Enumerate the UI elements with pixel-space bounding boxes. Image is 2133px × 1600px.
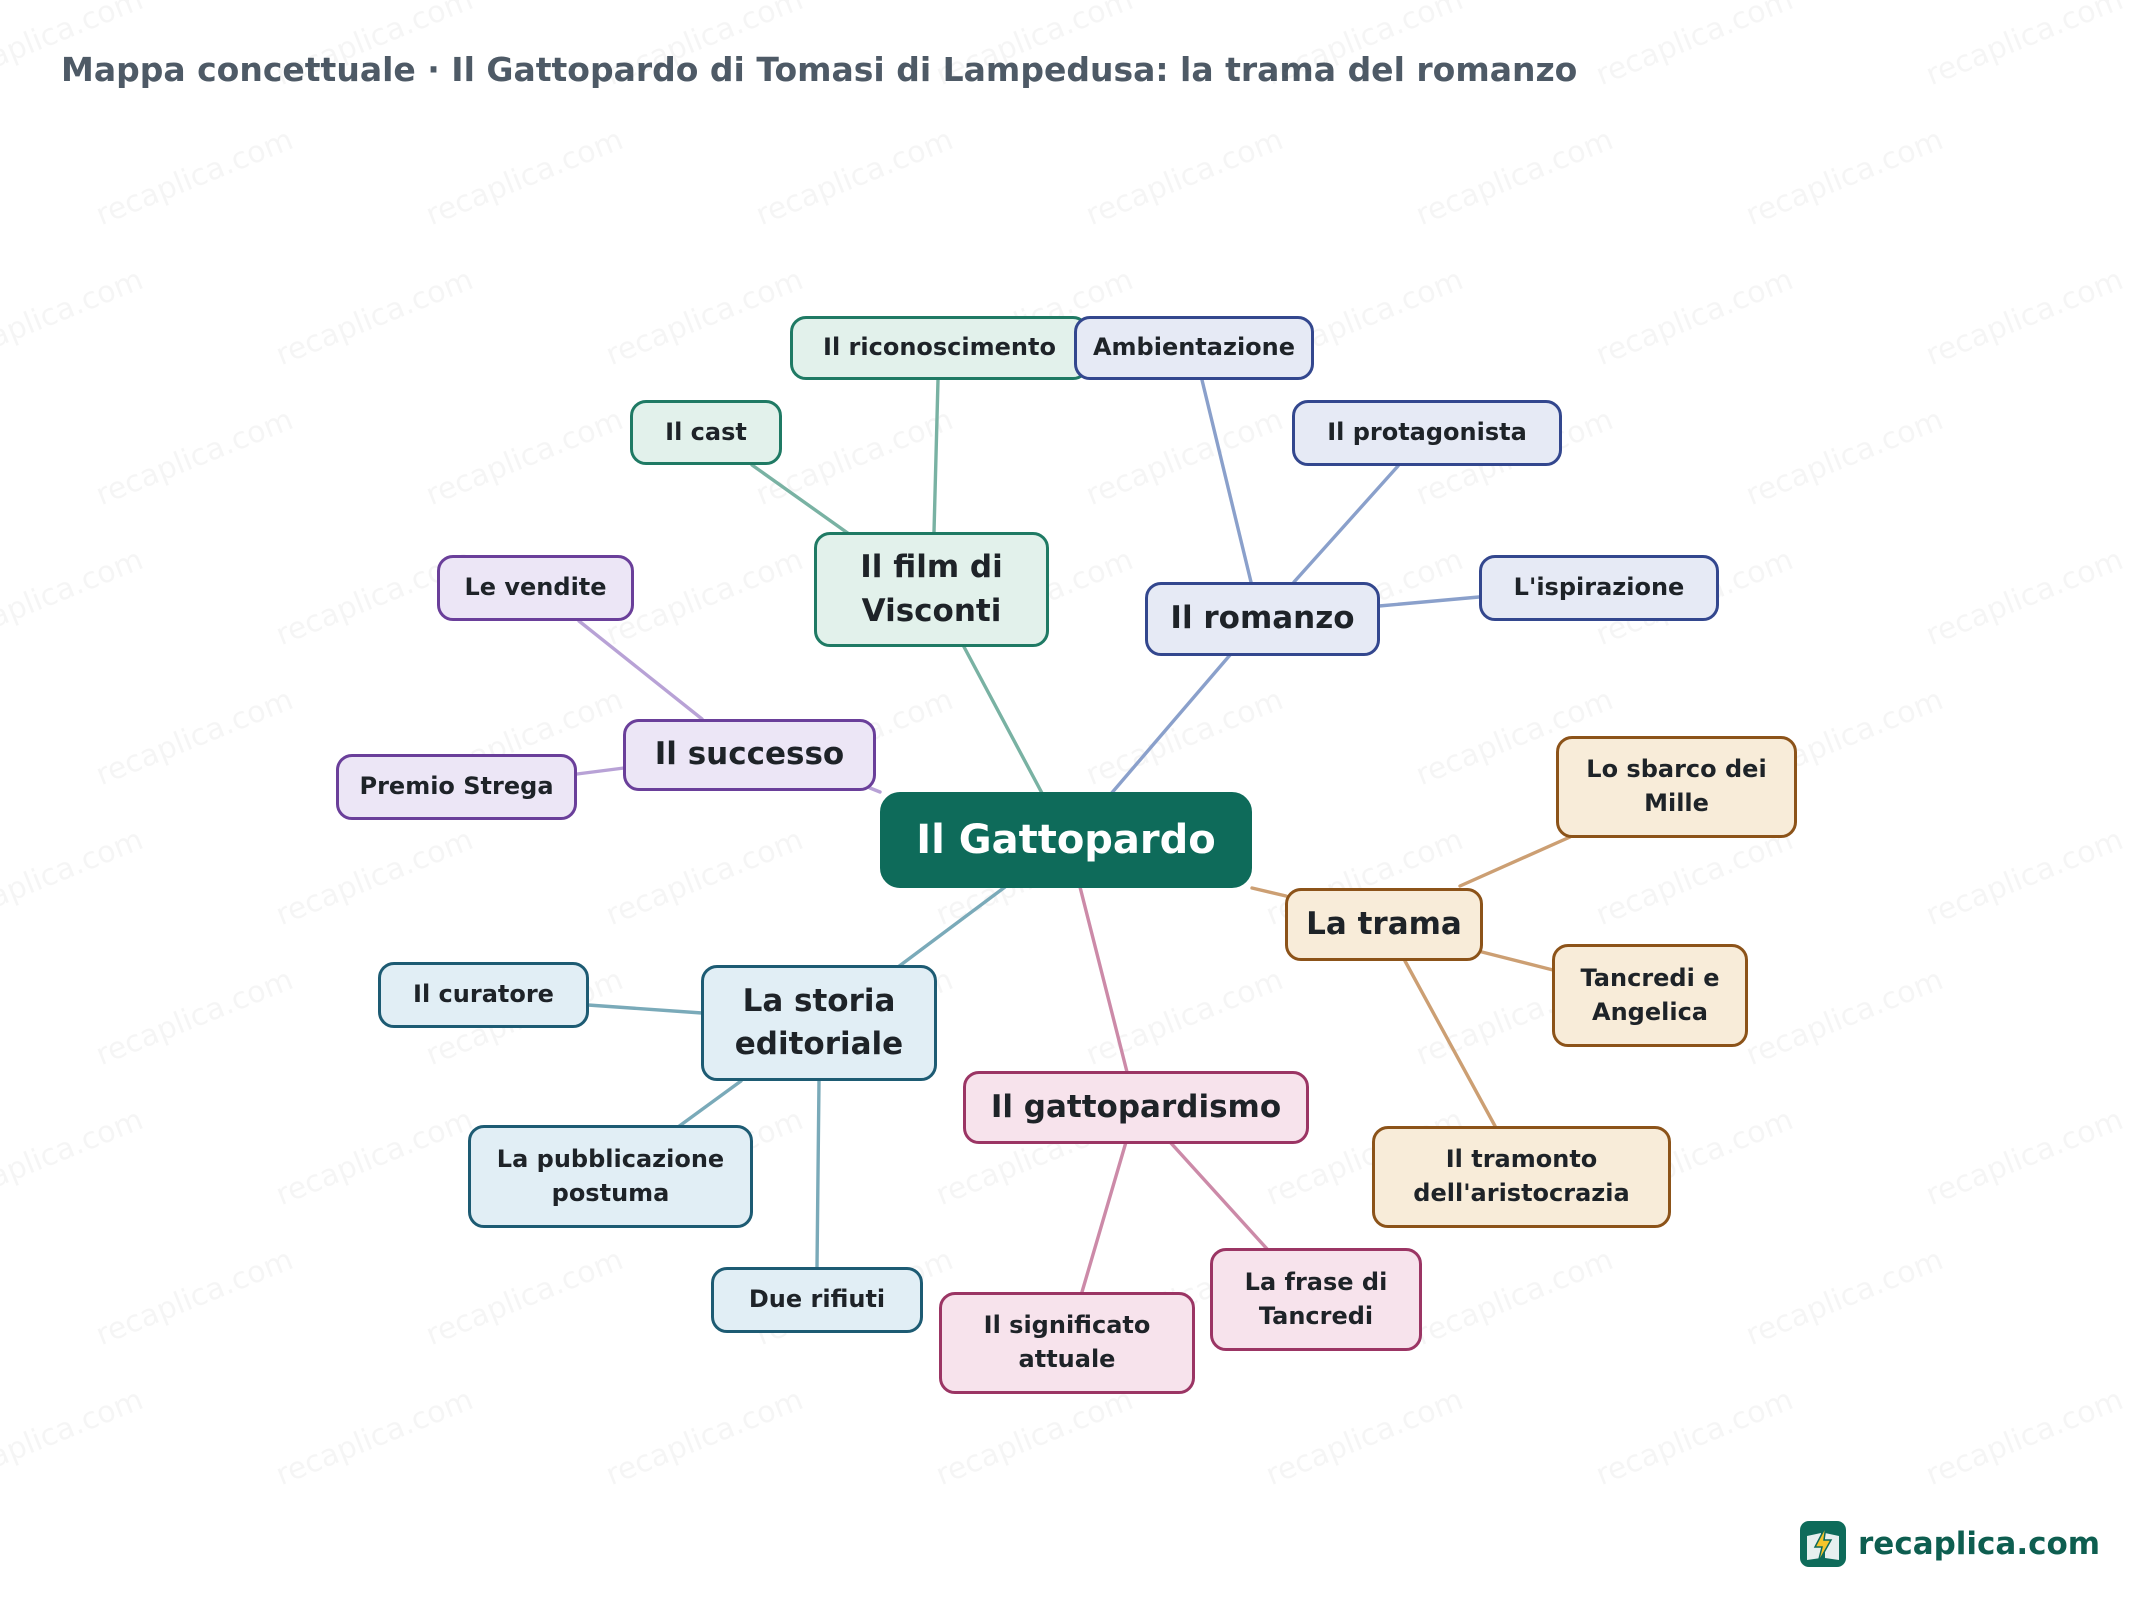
brand-logo[interactable]: recaplica.com xyxy=(1800,1521,2100,1567)
leaf-il-significato-attuale[interactable]: Il significato attuale xyxy=(939,1292,1195,1394)
leaf-il-protagonista[interactable]: Il protagonista xyxy=(1292,400,1562,466)
branch-il-gattopardismo[interactable]: Il gattopardismo xyxy=(963,1071,1309,1144)
leaf-l-ispirazione[interactable]: L'ispirazione xyxy=(1479,555,1719,621)
edge-trama-tramonto xyxy=(1403,959,1497,1128)
edge-root-storia xyxy=(896,885,1007,969)
branch-il-successo[interactable]: Il successo xyxy=(623,719,876,791)
leaf-la-frase-di-tancredi[interactable]: La frase di Tancredi xyxy=(1210,1248,1422,1351)
edge-storia-pubblicazione xyxy=(676,1079,743,1129)
branch-la-storia-editoriale[interactable]: La storia editoriale xyxy=(701,965,937,1081)
edge-root-trama xyxy=(1250,886,1288,898)
leaf-lo-sbarco-dei-mille[interactable]: Lo sbarco dei Mille xyxy=(1556,736,1797,838)
branch-la-trama[interactable]: La trama xyxy=(1285,888,1483,961)
leaf-il-tramonto-dell-aristocrazia[interactable]: Il tramonto dell'aristocrazia xyxy=(1372,1126,1671,1228)
edge-successo-vendite xyxy=(577,619,704,721)
edge-root-successo xyxy=(868,786,882,794)
leaf-ambientazione[interactable]: Ambientazione xyxy=(1074,316,1314,380)
leaf-la-pubblicazione-postuma[interactable]: La pubblicazione postuma xyxy=(468,1125,753,1228)
leaf-le-vendite[interactable]: Le vendite xyxy=(437,555,634,621)
edge-successo-premio xyxy=(575,766,626,776)
edge-storia-curatore xyxy=(586,1003,704,1015)
edge-root-gatto xyxy=(1078,885,1129,1074)
lightning-book-icon xyxy=(1800,1521,1846,1567)
branch-film-visconti[interactable]: Il film di Visconti xyxy=(814,532,1049,647)
leaf-il-riconoscimento[interactable]: Il riconoscimento xyxy=(790,316,1089,380)
root-node[interactable]: Il Gattopardo xyxy=(880,792,1252,888)
leaf-il-curatore[interactable]: Il curatore xyxy=(378,962,589,1028)
edge-root-film xyxy=(961,643,1045,797)
leaf-premio-strega[interactable]: Premio Strega xyxy=(336,754,577,820)
edge-root-romanzo xyxy=(1108,653,1232,797)
edge-film-cast xyxy=(750,463,851,536)
edge-storia-rifiuti xyxy=(815,1079,821,1269)
edge-gatto-frase xyxy=(1168,1140,1270,1252)
edge-film-riconoscimento xyxy=(932,378,940,534)
edge-trama-sbarco xyxy=(1458,835,1572,888)
edge-romanzo-protagonista xyxy=(1292,464,1400,584)
edge-gatto-significato xyxy=(1080,1140,1128,1294)
edge-romanzo-ispirazione xyxy=(1377,595,1481,608)
leaf-tancredi-e-angelica[interactable]: Tancredi e Angelica xyxy=(1552,944,1748,1047)
leaf-due-rifiuti[interactable]: Due rifiuti xyxy=(711,1267,923,1333)
brand-name: recaplica.com xyxy=(1858,1526,2101,1562)
edge-romanzo-ambientazione xyxy=(1200,378,1253,584)
edge-trama-tancredi xyxy=(1480,950,1555,972)
page-title: Mappa concettuale · Il Gattopardo di Tom… xyxy=(61,50,1578,89)
branch-il-romanzo[interactable]: Il romanzo xyxy=(1145,582,1380,656)
leaf-il-cast[interactable]: Il cast xyxy=(630,400,782,465)
